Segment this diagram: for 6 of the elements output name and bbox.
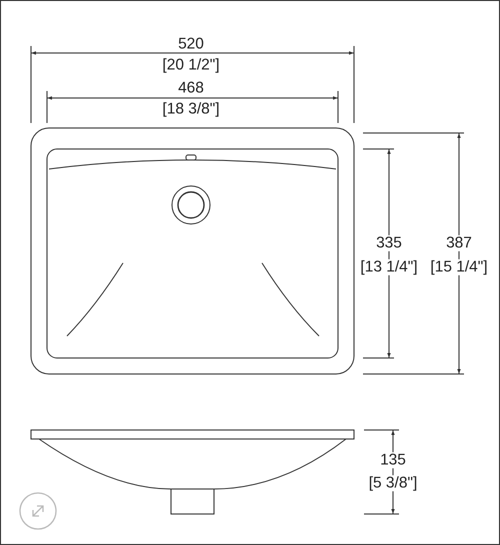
dimension-label: 468: [176, 80, 206, 96]
dimension-label: [5 3/8"]: [366, 475, 420, 491]
dimension-label: 335: [374, 235, 404, 251]
dimension-label: 135: [378, 452, 408, 468]
dimension-label: 387: [444, 235, 474, 251]
dimension-label: 520: [176, 36, 206, 52]
